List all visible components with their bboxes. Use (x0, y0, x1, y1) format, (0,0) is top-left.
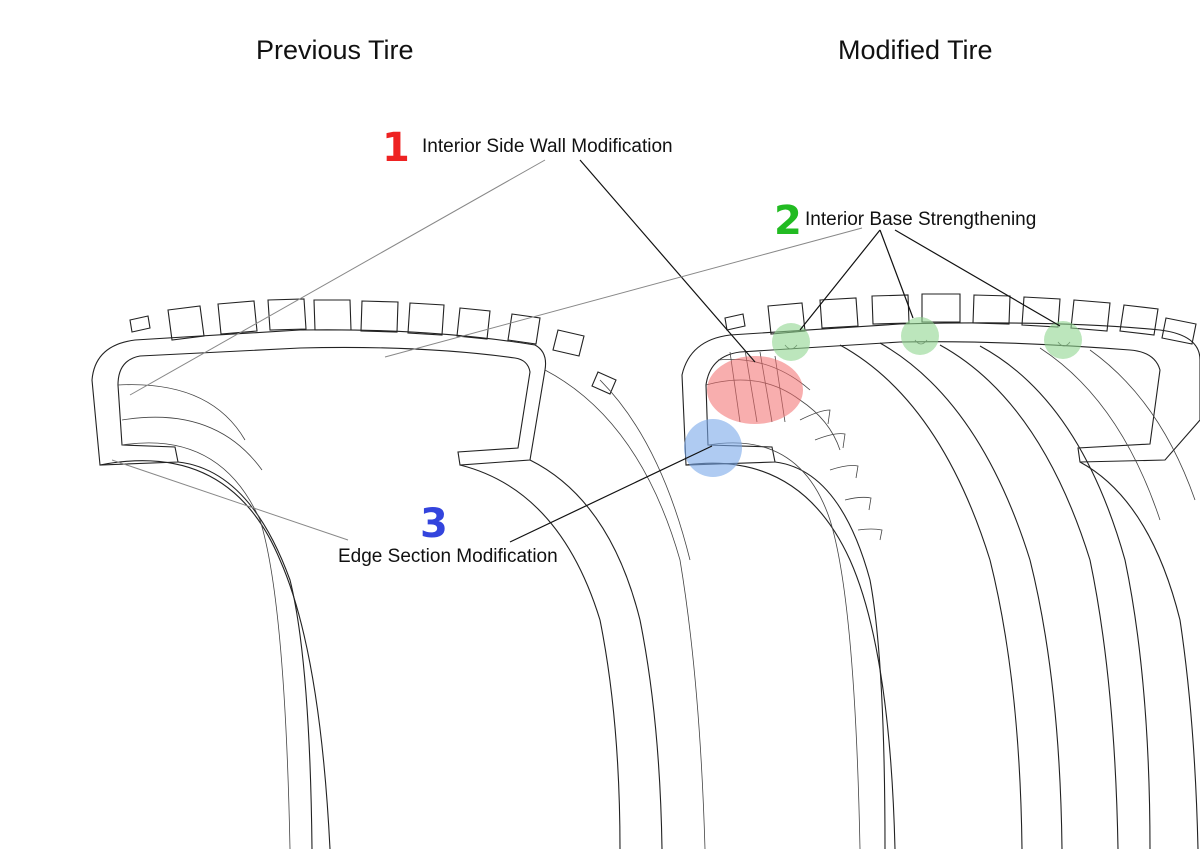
previous-tire-title: Previous Tire (256, 35, 414, 65)
edge-highlight (684, 419, 742, 477)
previous-tire-casing (91, 329, 547, 466)
base-highlight-1 (772, 323, 810, 361)
modified-tire-title: Modified Tire (838, 35, 993, 65)
callout-2-label: Interior Base Strengthening (805, 209, 1037, 230)
previous-tire (91, 298, 706, 849)
base-highlight-3 (1044, 321, 1082, 359)
base-highlight-2 (901, 317, 939, 355)
callout-2-number: 2 (774, 198, 802, 244)
callout-1-number: 1 (382, 125, 410, 171)
callout-3-label: Edge Section Modification (338, 546, 558, 567)
callout-1-label: Interior Side Wall Modification (422, 136, 673, 157)
side-wall-highlight (707, 356, 803, 424)
leader-lines (111, 159, 1061, 543)
callout-3-number: 3 (420, 501, 448, 547)
